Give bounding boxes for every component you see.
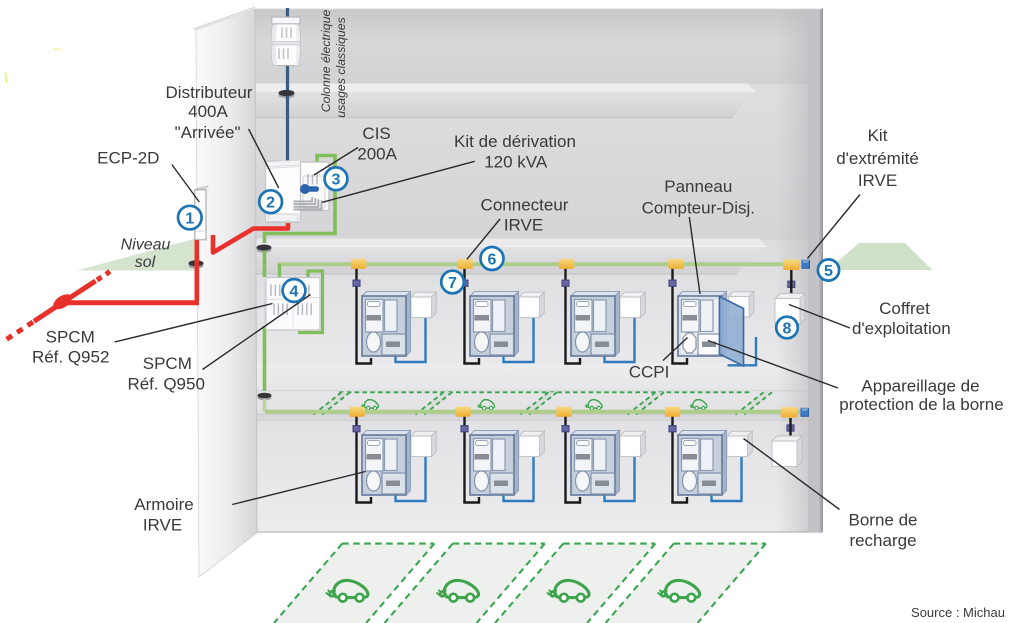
svg-text:Réf. Q952: Réf. Q952 [32, 348, 110, 367]
svg-text:Colonne électrique: Colonne électrique [319, 10, 333, 113]
svg-text:recharge: recharge [849, 531, 916, 550]
svg-text:CCPI: CCPI [629, 363, 670, 382]
svg-text:d'extrémité: d'extrémité [836, 149, 919, 168]
svg-text:Kit de dérivation: Kit de dérivation [454, 132, 576, 151]
svg-text:3: 3 [332, 172, 341, 189]
svg-text:d'exploitation: d'exploitation [852, 319, 951, 338]
svg-text:Compteur-Disj.: Compteur-Disj. [642, 199, 755, 218]
svg-text:Réf. Q950: Réf. Q950 [127, 375, 205, 394]
svg-text:Source : Michau: Source : Michau [911, 605, 1005, 620]
svg-text:2: 2 [266, 195, 275, 212]
svg-text:8: 8 [783, 320, 792, 337]
svg-text:Panneau: Panneau [664, 177, 732, 196]
svg-text:Connecteur: Connecteur [481, 196, 569, 215]
svg-text:protection de la borne: protection de la borne [839, 395, 1003, 414]
svg-text:SPCM: SPCM [46, 328, 95, 347]
svg-text:usages classiques: usages classiques [334, 17, 348, 117]
svg-text:Borne de: Borne de [849, 511, 918, 530]
svg-text:7: 7 [448, 275, 457, 292]
svg-text:Appareillage de: Appareillage de [861, 377, 979, 396]
svg-text:sol: sol [135, 254, 156, 271]
svg-text:Coffret: Coffret [879, 299, 930, 318]
svg-text:CIS: CIS [362, 124, 390, 143]
svg-text:5: 5 [824, 263, 833, 280]
svg-text:6: 6 [488, 251, 497, 268]
svg-text:4: 4 [290, 283, 299, 300]
svg-text:120 kVA: 120 kVA [484, 153, 548, 172]
svg-text:Kit: Kit [868, 126, 888, 145]
svg-text:IRVE: IRVE [143, 516, 182, 535]
svg-text:ECP-2D: ECP-2D [97, 149, 159, 168]
svg-text:Armoire: Armoire [134, 495, 194, 514]
svg-text:"Arrivée": "Arrivée" [175, 123, 241, 142]
svg-text:Distributeur: Distributeur [166, 83, 253, 102]
svg-text:Niveau: Niveau [121, 237, 171, 254]
svg-text:1: 1 [185, 210, 194, 227]
svg-text:400A: 400A [188, 102, 228, 121]
svg-text:200A: 200A [357, 145, 397, 164]
svg-text:IRVE: IRVE [858, 171, 897, 190]
svg-text:SPCM: SPCM [143, 354, 192, 373]
svg-text:IRVE: IRVE [504, 216, 543, 235]
